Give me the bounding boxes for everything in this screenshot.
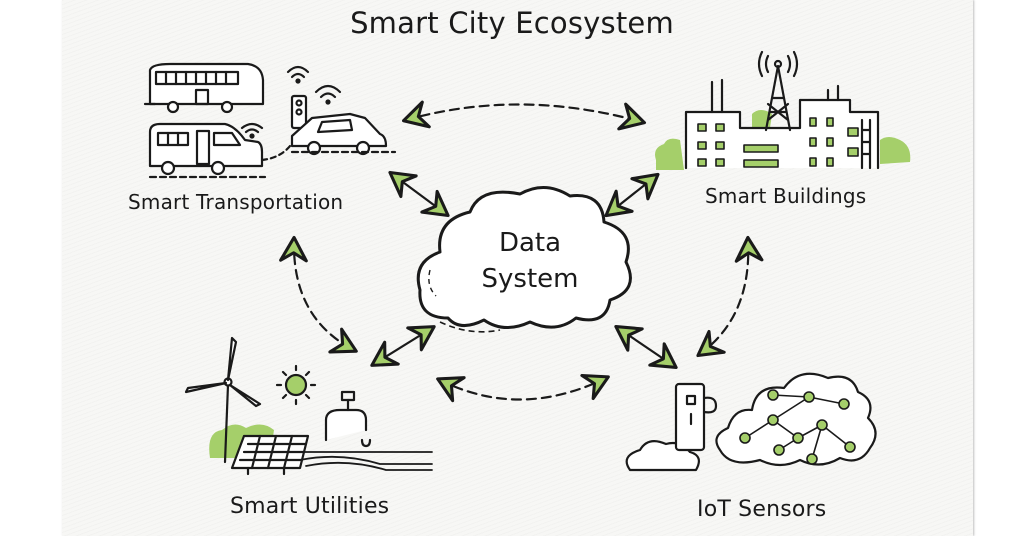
connectors — [279, 100, 764, 403]
dashed-arrow-transport-buildings — [401, 100, 647, 131]
network-nodes-icon — [715, 372, 877, 467]
water-tap-icon — [299, 390, 433, 471]
wind-turbine-icon — [184, 336, 262, 464]
car-icon — [290, 112, 397, 156]
smart-utilities-label: Smart Utilities — [230, 494, 390, 519]
arrow-buildings-data — [604, 172, 660, 218]
dashed-arrow-buildings-iot — [696, 235, 764, 358]
arrow-utilities-data — [370, 325, 436, 367]
arrow-iot-data — [614, 325, 678, 369]
iot-illustration — [625, 372, 877, 472]
smart-buildings-label: Smart Buildings — [705, 184, 867, 208]
sensor-device-icon — [674, 382, 718, 452]
center-label-line2: System — [481, 264, 579, 294]
arrow-transport-data — [388, 170, 450, 218]
dashed-arrow-utilities-iot — [436, 373, 610, 403]
traffic-light-icon — [290, 94, 308, 130]
van-icon — [148, 122, 292, 179]
wifi-icon — [240, 65, 342, 139]
diagram-title: Smart City Ecosystem — [350, 6, 674, 40]
center-label-line1: Data — [498, 228, 562, 258]
sun-icon — [275, 364, 317, 406]
antenna-tower-icon — [757, 50, 799, 132]
iot-sensors-label: IoT Sensors — [697, 497, 827, 522]
transportation-illustration — [143, 62, 397, 179]
solar-panel-icon — [230, 434, 310, 476]
dashed-arrow-transport-utilities — [279, 235, 358, 354]
buildings-illustration — [655, 50, 911, 170]
smart-transportation-label: Smart Transportation — [128, 190, 344, 214]
building-icon — [684, 78, 880, 170]
data-system-cloud — [416, 186, 632, 333]
utilities-illustration — [184, 336, 433, 476]
bus-icon — [143, 62, 265, 114]
